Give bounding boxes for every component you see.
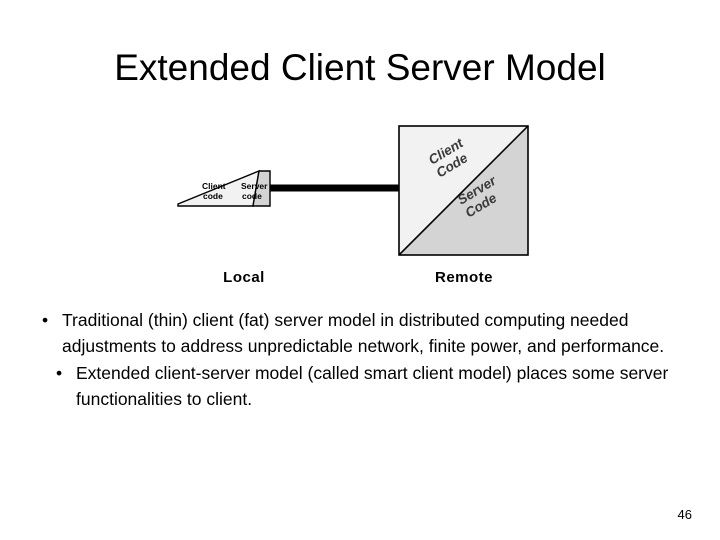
- svg-text:Server: Server: [241, 181, 268, 191]
- local-server-label: Server code: [241, 181, 268, 201]
- svg-text:code: code: [242, 191, 262, 201]
- bullet-text: Traditional (thin) client (fat) server m…: [62, 310, 665, 356]
- remote-caption: Remote: [434, 269, 493, 286]
- svg-text:code: code: [203, 191, 223, 201]
- bullet-text: Extended client-server model (called sma…: [76, 363, 669, 409]
- remote-diagonal-divider: [398, 125, 529, 256]
- body-bullet-list: • Traditional (thin) client (fat) server…: [38, 308, 678, 412]
- bullet-glyph: •: [42, 310, 49, 330]
- svg-text:Client: Client: [202, 181, 226, 191]
- client-server-diagram: Client code Server code Client Code Serv…: [0, 110, 720, 300]
- bullet-glyph: •: [56, 363, 63, 383]
- remote-square-outline: [398, 125, 529, 256]
- bullet-item: • Extended client-server model (called s…: [52, 361, 678, 412]
- bullet-item: • Traditional (thin) client (fat) server…: [38, 308, 678, 359]
- page-title: Extended Client Server Model: [114, 47, 606, 88]
- local-client-label: Client code: [202, 181, 226, 201]
- local-caption: Local: [223, 269, 265, 286]
- page-number: 46: [677, 507, 692, 522]
- local-server-region: [252, 170, 271, 207]
